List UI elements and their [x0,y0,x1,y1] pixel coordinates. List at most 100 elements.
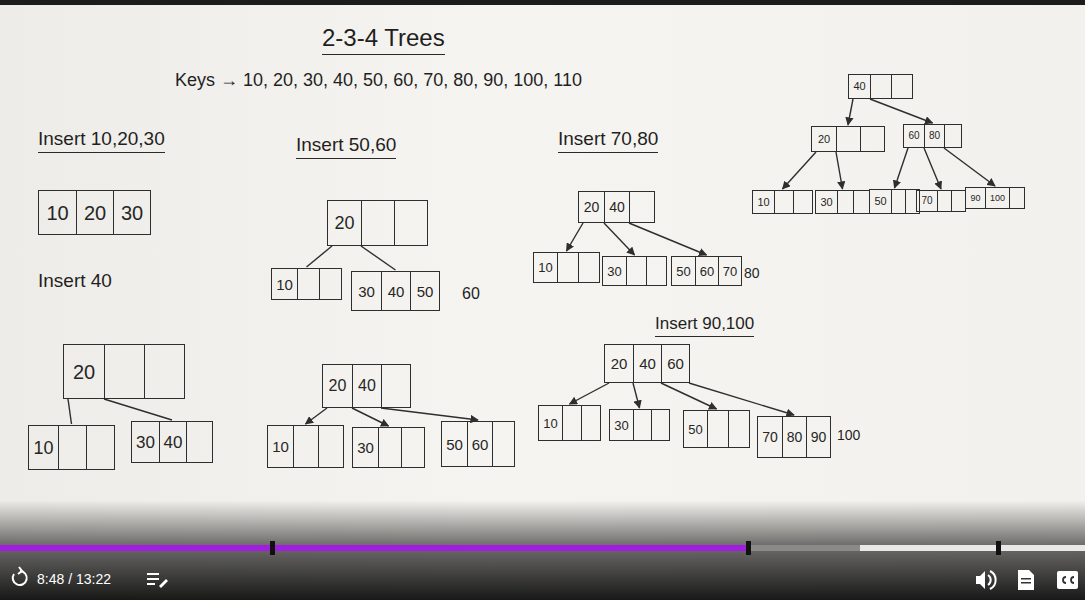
top-edge [0,0,1085,5]
child-pointer [924,148,941,189]
tree-node: 60 80 [903,124,962,148]
key-cell: 30 [132,422,159,462]
key-cell [381,365,410,407]
key-cell: 10 [539,406,562,440]
key-cell [293,426,318,467]
key-cell: 80 [924,125,944,147]
child-pointer [381,408,478,420]
key-value: 30 [136,434,155,451]
key-value: 60 [700,265,714,278]
key-cell: 40 [633,345,661,382]
progress-buffer [0,545,860,551]
key-value: 10 [46,203,68,223]
key-cell: 90 [806,417,830,457]
child-pointer [836,152,843,189]
key-cell: 20 [812,127,836,151]
tree-node: 10 [752,190,813,214]
key-value: 60 [667,356,684,371]
key-cell [793,191,812,213]
key-value: 70 [921,196,932,206]
key-value: 40 [164,434,183,451]
key-value: 50 [688,423,702,436]
key-cell [1009,188,1024,208]
key-value: 60 [908,131,919,141]
key-value: 20 [334,214,354,232]
key-cell [104,345,144,398]
replay-icon [13,567,27,585]
key-cell: 30 [352,272,381,310]
key-cell: 10 [534,253,557,282]
tree-node: 10 [28,425,115,470]
key-cell: 20 [76,191,113,234]
key-cell: 60 [467,422,492,466]
child-pointer [629,223,707,255]
key-cell: 40 [159,422,186,462]
child-pointer [633,383,640,408]
key-value: 80 [787,430,803,444]
key-value: 40 [358,378,376,394]
key-value: 100 [990,194,1005,203]
tree-node: 2040 60 [604,344,690,383]
key-cell: 90 [966,188,985,208]
key-value: 50 [676,265,690,278]
key-value: 30 [358,284,375,299]
child-pointer [870,99,933,123]
key-cell: 60 [695,257,718,285]
key-cell: 20 [579,192,604,222]
child-pointer [570,383,610,404]
child-pointer [361,246,396,270]
tree-node: 5060 [441,421,515,467]
step-heading: Insert 70,80 [558,128,658,153]
tree-node: 30 [352,427,425,468]
playback-time: 8:48 / 13:22 [37,571,111,587]
key-cell [836,127,860,151]
key-cell [401,428,424,467]
key-value: 40 [609,200,625,214]
key-cell: 40 [849,75,870,98]
key-cell [707,411,728,447]
key-cell: 30 [603,257,626,285]
key-value: 20 [329,378,347,394]
key-cell: 10 [39,191,76,234]
key-cell [870,75,891,98]
key-cell: 50 [410,272,439,310]
tree-node: 70 [916,190,966,212]
child-pointer [567,223,584,251]
key-cell: 30 [353,428,378,467]
key-cell: 60 [661,345,689,382]
child-pointer [783,152,817,189]
tree-node: 506070 [671,256,742,286]
child-pointer [352,408,389,426]
tree-node: 90 100 [965,187,1025,209]
tree-node: 10 [271,268,342,300]
tree-node: 10 20 30 [38,190,151,235]
child-pointer [104,399,172,420]
key-value: 80 [929,131,940,141]
key-cell: 20 [328,201,361,245]
key-cell [297,269,319,299]
key-cell: 10 [29,426,58,469]
tree-node: 40 [848,74,913,99]
tree-node: 2040 [578,191,655,223]
tree-node: 10 [533,252,600,283]
key-cell [891,75,912,98]
key-value: 30 [121,203,143,223]
tree-node: 10 [267,425,344,468]
key-cell [578,253,599,282]
tree-node: 30 [602,256,667,286]
key-cell: 10 [272,269,297,299]
key-cell: 30 [816,191,837,213]
key-cell: 10 [753,191,774,213]
key-value: 50 [874,196,886,207]
overflow-key: Insert 40 [38,270,112,292]
tree-node: 30 [815,190,870,214]
key-cell: 20 [605,345,633,382]
key-cell: 40 [381,272,410,310]
key-value: 30 [820,197,832,208]
key-value: 20 [73,362,95,382]
key-cell: 50 [442,422,467,466]
key-cell [581,406,600,440]
key-cell [646,257,666,285]
child-pointer [944,148,995,186]
